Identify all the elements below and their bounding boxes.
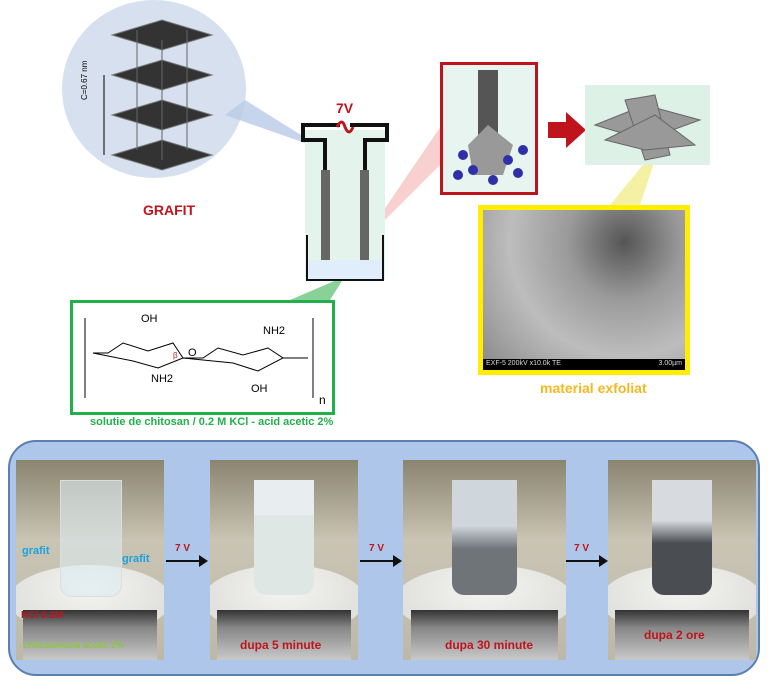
sem-image: EXF-5 200kV x10.0k TE 3.00µm: [478, 205, 690, 375]
electrolysis-cell: [295, 120, 395, 285]
chitosan-structure-box: OH NH2 O β NH2 OH n: [70, 300, 335, 415]
grafit-left-label: grafit: [22, 545, 50, 557]
voltage-label: 7V: [336, 100, 354, 116]
chitosan-formula-icon: [84, 318, 314, 398]
o-link: O: [188, 347, 197, 359]
photo-5-minutes: dupa 5 minute: [210, 460, 358, 660]
graphite-layers-icon: [103, 19, 214, 171]
arrow-voltage-label: 7 V: [175, 543, 191, 554]
repeat-n: n: [319, 393, 326, 407]
graphene-sheets-icon: [593, 94, 702, 161]
arrow-voltage-label: 7 V: [574, 543, 590, 554]
time-label-30min: dupa 30 minute: [445, 638, 534, 652]
chitosan-label: chitosan/acid acetic 2%: [23, 640, 125, 650]
electrode-ions-icon: [453, 70, 528, 185]
process-arrow: [566, 555, 608, 567]
photo-initial: grafit grafit KCl 0.2M chitosan/acid ace…: [16, 460, 164, 660]
oh-group: OH: [251, 383, 268, 395]
nh2-group: NH2: [263, 325, 286, 337]
grafit-right-label: grafit: [122, 553, 150, 565]
arrow-voltage-label: 7 V: [369, 543, 385, 554]
process-arrow: [360, 555, 402, 567]
nh2-group: NH2: [151, 373, 174, 385]
oh-group: OH: [141, 313, 158, 325]
time-label-5min: dupa 5 minute: [240, 638, 322, 652]
sem-scale: 3.00µm: [658, 360, 683, 367]
kcl-label: KCl 0.2M: [21, 610, 64, 621]
sem-caption: EXF-5 200kV x10.0k TE: [486, 360, 561, 367]
graphite-lattice-illustration: C=0.67 nm: [62, 0, 246, 178]
photo-30-minutes: dupa 30 minute: [403, 460, 566, 660]
solution-caption: solutie de chitosan / 0.2 M KCl - acid a…: [90, 416, 334, 428]
exfoliated-label: material exfoliat: [540, 380, 647, 396]
grafit-label: GRAFIT: [143, 202, 196, 218]
process-arrow: [166, 555, 208, 567]
time-label-2h: dupa 2 ore: [644, 628, 705, 642]
exfoliated-sheets-box: [585, 85, 710, 165]
beaker-icon: [301, 120, 389, 281]
beta-mark: β: [173, 351, 178, 360]
electrode-detail-box: [440, 62, 538, 195]
photo-2-hours: dupa 2 ore: [608, 460, 756, 660]
